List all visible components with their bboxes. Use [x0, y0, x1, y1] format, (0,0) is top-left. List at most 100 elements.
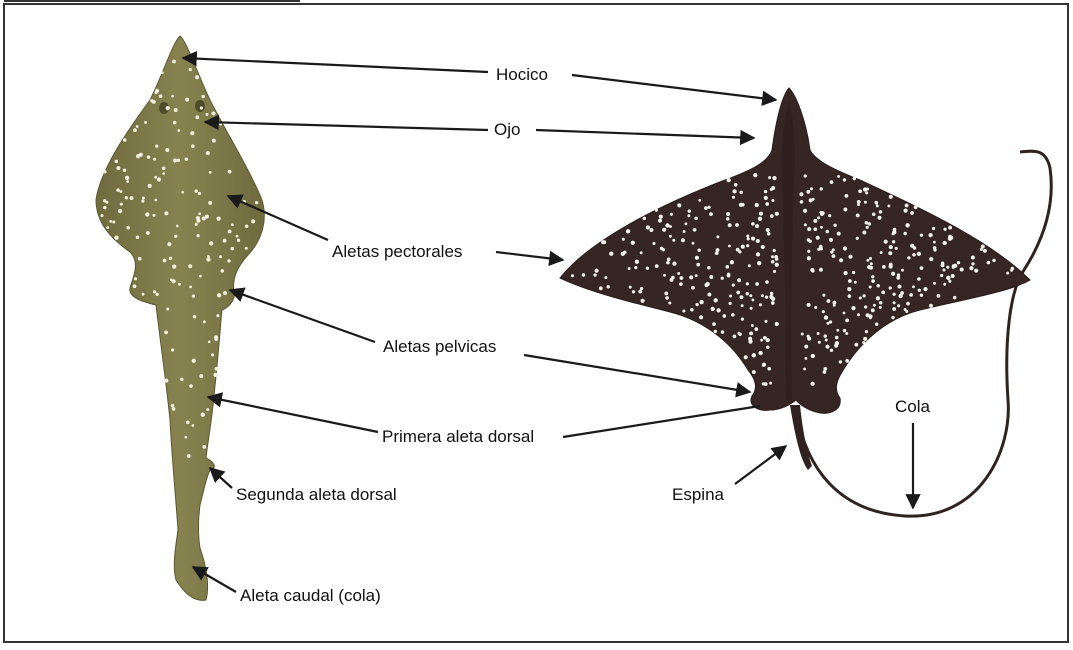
- arrow-pectorales-right: [496, 252, 563, 260]
- eagle-ray-spot: [696, 263, 700, 267]
- guitarfish-spot: [166, 106, 170, 110]
- eagle-ray-spot: [891, 316, 894, 319]
- eagle-ray-spot: [728, 302, 731, 305]
- eagle-ray-spot: [638, 290, 642, 294]
- eagle-ray-spot: [836, 329, 839, 332]
- eagle-ray-spot: [751, 222, 754, 225]
- eagle-ray-spot: [822, 294, 825, 297]
- eagle-ray-spot: [810, 187, 813, 190]
- eagle-ray-spot: [695, 303, 698, 306]
- eagle-ray-spot: [895, 247, 898, 250]
- eagle-ray-spot: [695, 274, 698, 277]
- eagle-ray-spot: [905, 310, 908, 313]
- eagle-ray-spot: [670, 213, 673, 216]
- eagle-ray-spot: [753, 173, 757, 177]
- eagle-ray-spot: [771, 199, 774, 202]
- eagle-ray-spot: [892, 240, 895, 243]
- guitarfish-spot: [198, 212, 201, 215]
- eagle-ray-spot: [877, 216, 881, 220]
- eagle-ray-spot: [682, 309, 685, 312]
- eagle-ray-spot: [680, 276, 684, 280]
- eagle-ray-spot: [887, 204, 890, 207]
- guitarfish-spot: [123, 138, 127, 142]
- guitarfish-spot: [217, 293, 221, 297]
- eagle-ray-spot: [770, 214, 774, 218]
- guitarfish-spot: [165, 148, 169, 152]
- eagle-ray-spot: [767, 232, 771, 236]
- eagle-ray-spot: [906, 302, 910, 306]
- guitarfish-spot: [196, 234, 199, 237]
- eagle-ray-spot: [879, 210, 883, 214]
- eagle-ray-spot: [683, 230, 686, 233]
- eagle-ray-spot: [884, 240, 888, 244]
- eagle-ray-spot: [740, 295, 744, 299]
- eagle-ray-spot: [871, 275, 874, 278]
- eagle-ray-spot: [898, 285, 902, 289]
- eagle-ray-spot: [721, 277, 724, 280]
- guitarfish-spot: [109, 220, 112, 223]
- guitarfish-spot: [195, 223, 198, 226]
- eagle-ray-spot: [932, 227, 935, 230]
- eagle-ray-spot: [760, 339, 763, 342]
- eagle-ray-spot: [665, 223, 669, 227]
- eagle-ray-spot: [852, 271, 855, 274]
- eagle-ray-spot: [766, 228, 770, 232]
- arrow-ojo-right: [536, 130, 754, 138]
- guitarfish-spot: [206, 408, 209, 411]
- guitarfish-spot: [177, 159, 180, 162]
- eagle-ray-spot: [869, 257, 872, 260]
- guitarfish-spot: [173, 159, 177, 163]
- guitarfish-spot: [206, 151, 210, 155]
- eagle-ray-spot: [859, 296, 862, 299]
- eagle-ray-spot: [629, 286, 632, 289]
- eagle-ray-spot: [804, 174, 807, 177]
- guitarfish-spot: [159, 94, 163, 98]
- label-espina: Espina: [672, 485, 725, 504]
- eagle-ray-spot: [833, 224, 836, 227]
- guitarfish-spot: [144, 121, 147, 124]
- eagle-ray-spot: [879, 301, 883, 305]
- eagle-ray-spot: [888, 251, 892, 255]
- eagle-ray-spot: [677, 272, 680, 275]
- eagle-ray-spot: [761, 294, 764, 297]
- guitarfish-spot: [141, 200, 144, 203]
- eagle-ray-spot: [830, 180, 834, 184]
- eagle-ray-spot: [707, 266, 710, 269]
- eagle-ray-spot: [866, 259, 869, 262]
- eagle-ray-spot: [807, 335, 810, 338]
- eagle-ray-spot: [707, 206, 710, 209]
- eagle-ray-spot: [863, 187, 867, 191]
- eagle-ray-spot: [771, 301, 775, 305]
- eagle-ray-spot: [929, 304, 933, 308]
- guitarfish-spot: [231, 247, 235, 251]
- eagle-ray-spot: [770, 188, 773, 191]
- eagle-ray-spot: [767, 367, 771, 371]
- eagle-ray-spot: [862, 341, 865, 344]
- guitarfish-body: [96, 36, 264, 600]
- eagle-ray-spot: [843, 312, 846, 315]
- eagle-ray-spot: [775, 212, 779, 216]
- guitarfish-spot: [101, 214, 104, 217]
- guitarfish-spot: [172, 265, 176, 269]
- guitarfish-spot: [103, 170, 106, 173]
- eagle-ray-spot: [865, 191, 868, 194]
- eagle-ray-spot: [974, 269, 978, 273]
- eagle-ray-spot: [948, 226, 952, 230]
- eagle-ray-spot: [828, 214, 831, 217]
- eagle-ray-spot: [698, 199, 701, 202]
- eagle-ray-spot: [715, 251, 719, 255]
- guitarfish-eye-right: [195, 100, 205, 112]
- eagle-ray-spot: [765, 202, 769, 206]
- guitarfish-spot: [114, 236, 118, 240]
- eagle-ray-spot: [732, 196, 735, 199]
- eagle-ray-spot: [711, 307, 715, 311]
- eagle-ray-spot: [873, 304, 876, 307]
- arrow-ojo-left: [205, 122, 488, 130]
- guitarfish-spot: [134, 277, 137, 280]
- eagle-ray-spot: [622, 238, 625, 241]
- eagle-ray-spot: [739, 191, 742, 194]
- guitarfish-spot: [217, 217, 221, 221]
- eagle-ray-spot: [799, 192, 803, 196]
- guitarfish-spot: [216, 314, 219, 317]
- eagle-ray-spot: [892, 230, 896, 234]
